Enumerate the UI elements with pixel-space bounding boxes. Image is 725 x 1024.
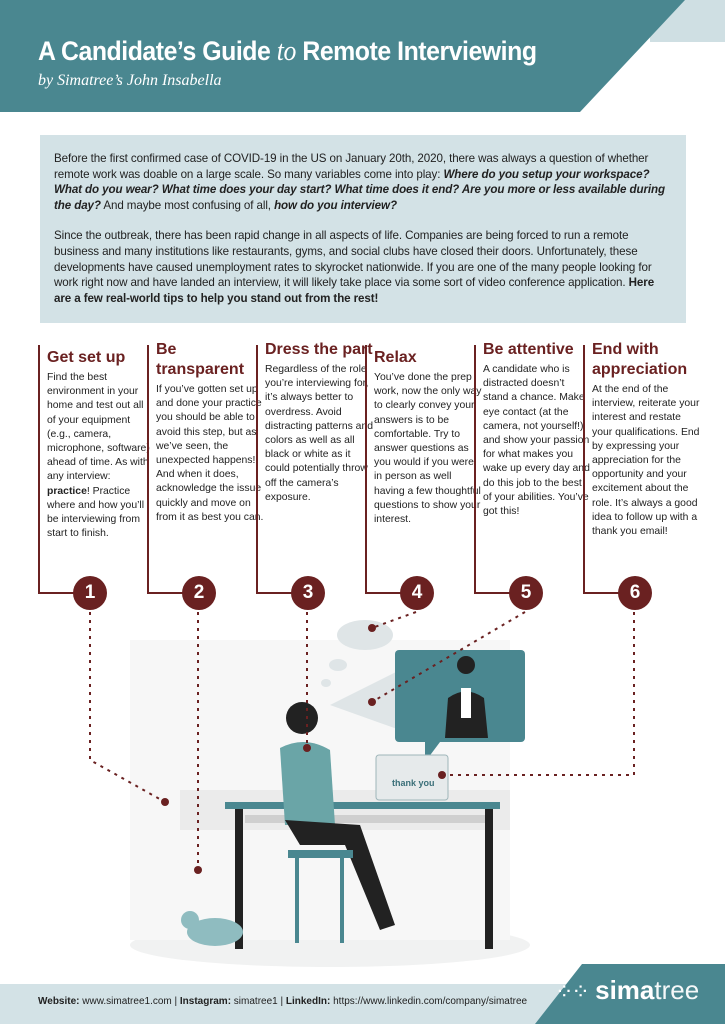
linkedin-link[interactable]: https://www.linkedin.com/company/simatre…	[330, 996, 528, 1007]
footer-logo-bg	[535, 964, 725, 1024]
byline: by Simatree’s John Insabella	[38, 72, 222, 89]
intro-text-segment: Where do you setup your workspace? What …	[54, 167, 665, 212]
website-label: Website:	[38, 996, 80, 1007]
intro-paragraph-1: Before the first confirmed case of COVID…	[54, 151, 672, 213]
tip-line	[147, 345, 149, 594]
tip-body: You’ve done the prep work, now the only …	[374, 372, 482, 526]
instagram-link[interactable]: simatree1 |	[231, 996, 286, 1007]
stool	[288, 850, 353, 858]
tip-line	[365, 345, 367, 594]
tip-number-badge: 6	[618, 576, 652, 610]
tip-column-4: Relax You’ve done the prep work, now the…	[374, 340, 482, 527]
tip-column-2: Be transparent If you’ve gotten set up a…	[156, 340, 264, 525]
desk	[225, 802, 500, 809]
tip-number-badge: 2	[182, 576, 216, 610]
tip-number-badge: 3	[291, 576, 325, 610]
tip-number-badge: 4	[400, 576, 434, 610]
page-title: A Candidate’s Guide to Remote Interviewi…	[38, 36, 537, 67]
simatree-logo: ⁘⁘ simatree	[555, 975, 700, 1005]
tip-body: At the end of the interview, reiterate y…	[592, 384, 700, 538]
tip-column-1: Get set up Find the best environment in …	[47, 340, 155, 541]
intro-text-segment: how do you interview?	[274, 198, 397, 212]
tip-title: Get set up	[47, 349, 126, 366]
linkedin-label: LinkedIn:	[285, 996, 331, 1007]
tip-body: Find the best environment in your home a…	[47, 372, 150, 540]
tip-column-6: End with appreciation At the end of the …	[592, 340, 700, 539]
cat	[187, 918, 243, 946]
tip-column-5: Be attentive A candidate who is distract…	[483, 340, 591, 519]
tip-line	[38, 345, 40, 594]
tip-number-badge: 5	[509, 576, 543, 610]
laptop	[375, 754, 449, 801]
tip-line	[474, 345, 476, 594]
intro-text-segment: Since the outbreak, there has been rapid…	[54, 229, 652, 290]
tip-title: Dress the part	[265, 341, 373, 358]
tip-line	[38, 592, 90, 594]
tip-title: Relax	[374, 349, 417, 366]
tip-body: Regardless of the role you’re interviewi…	[265, 364, 374, 503]
intro-text-segment: Before the first confirmed case of COVID…	[54, 152, 649, 181]
tip-line	[147, 592, 199, 594]
tip-line	[365, 592, 417, 594]
tip-title: Be attentive	[483, 341, 574, 358]
thought-cloud	[321, 620, 393, 687]
logo-dots-icon: ⁘⁘	[555, 979, 590, 1004]
footer-contact: Website: www.simatree1.com | Instagram: …	[38, 996, 527, 1007]
header-banner	[0, 0, 725, 112]
tip-number-badge: 1	[73, 576, 107, 610]
tip-line	[583, 345, 585, 594]
tip-body: A candidate who is distracted doesn’t st…	[483, 364, 590, 518]
tip-line	[256, 345, 258, 594]
tip-body: If you’ve gotten set up and done your pr…	[156, 384, 264, 523]
tip-column-3: Dress the part Regardless of the role yo…	[265, 340, 373, 505]
website-link[interactable]: www.simatree1.com |	[79, 996, 180, 1007]
tip-line	[583, 592, 635, 594]
tip-title: End with appreciation	[592, 341, 688, 378]
laptop-message: thank you	[392, 778, 435, 788]
intro-paragraph-2: Since the outbreak, there has been rapid…	[54, 228, 672, 306]
tip-line	[474, 592, 526, 594]
illustration-remote-interview: thank you	[89, 611, 635, 967]
intro-text-segment: And maybe most confusing of all,	[100, 198, 275, 212]
intro-text-segment: Here are a few real-world tips to help y…	[54, 276, 655, 305]
instagram-label: Instagram:	[179, 996, 232, 1007]
intro-box: Before the first confirmed case of COVID…	[40, 135, 686, 323]
tip-line	[256, 592, 308, 594]
tip-title: Be transparent	[156, 341, 245, 378]
